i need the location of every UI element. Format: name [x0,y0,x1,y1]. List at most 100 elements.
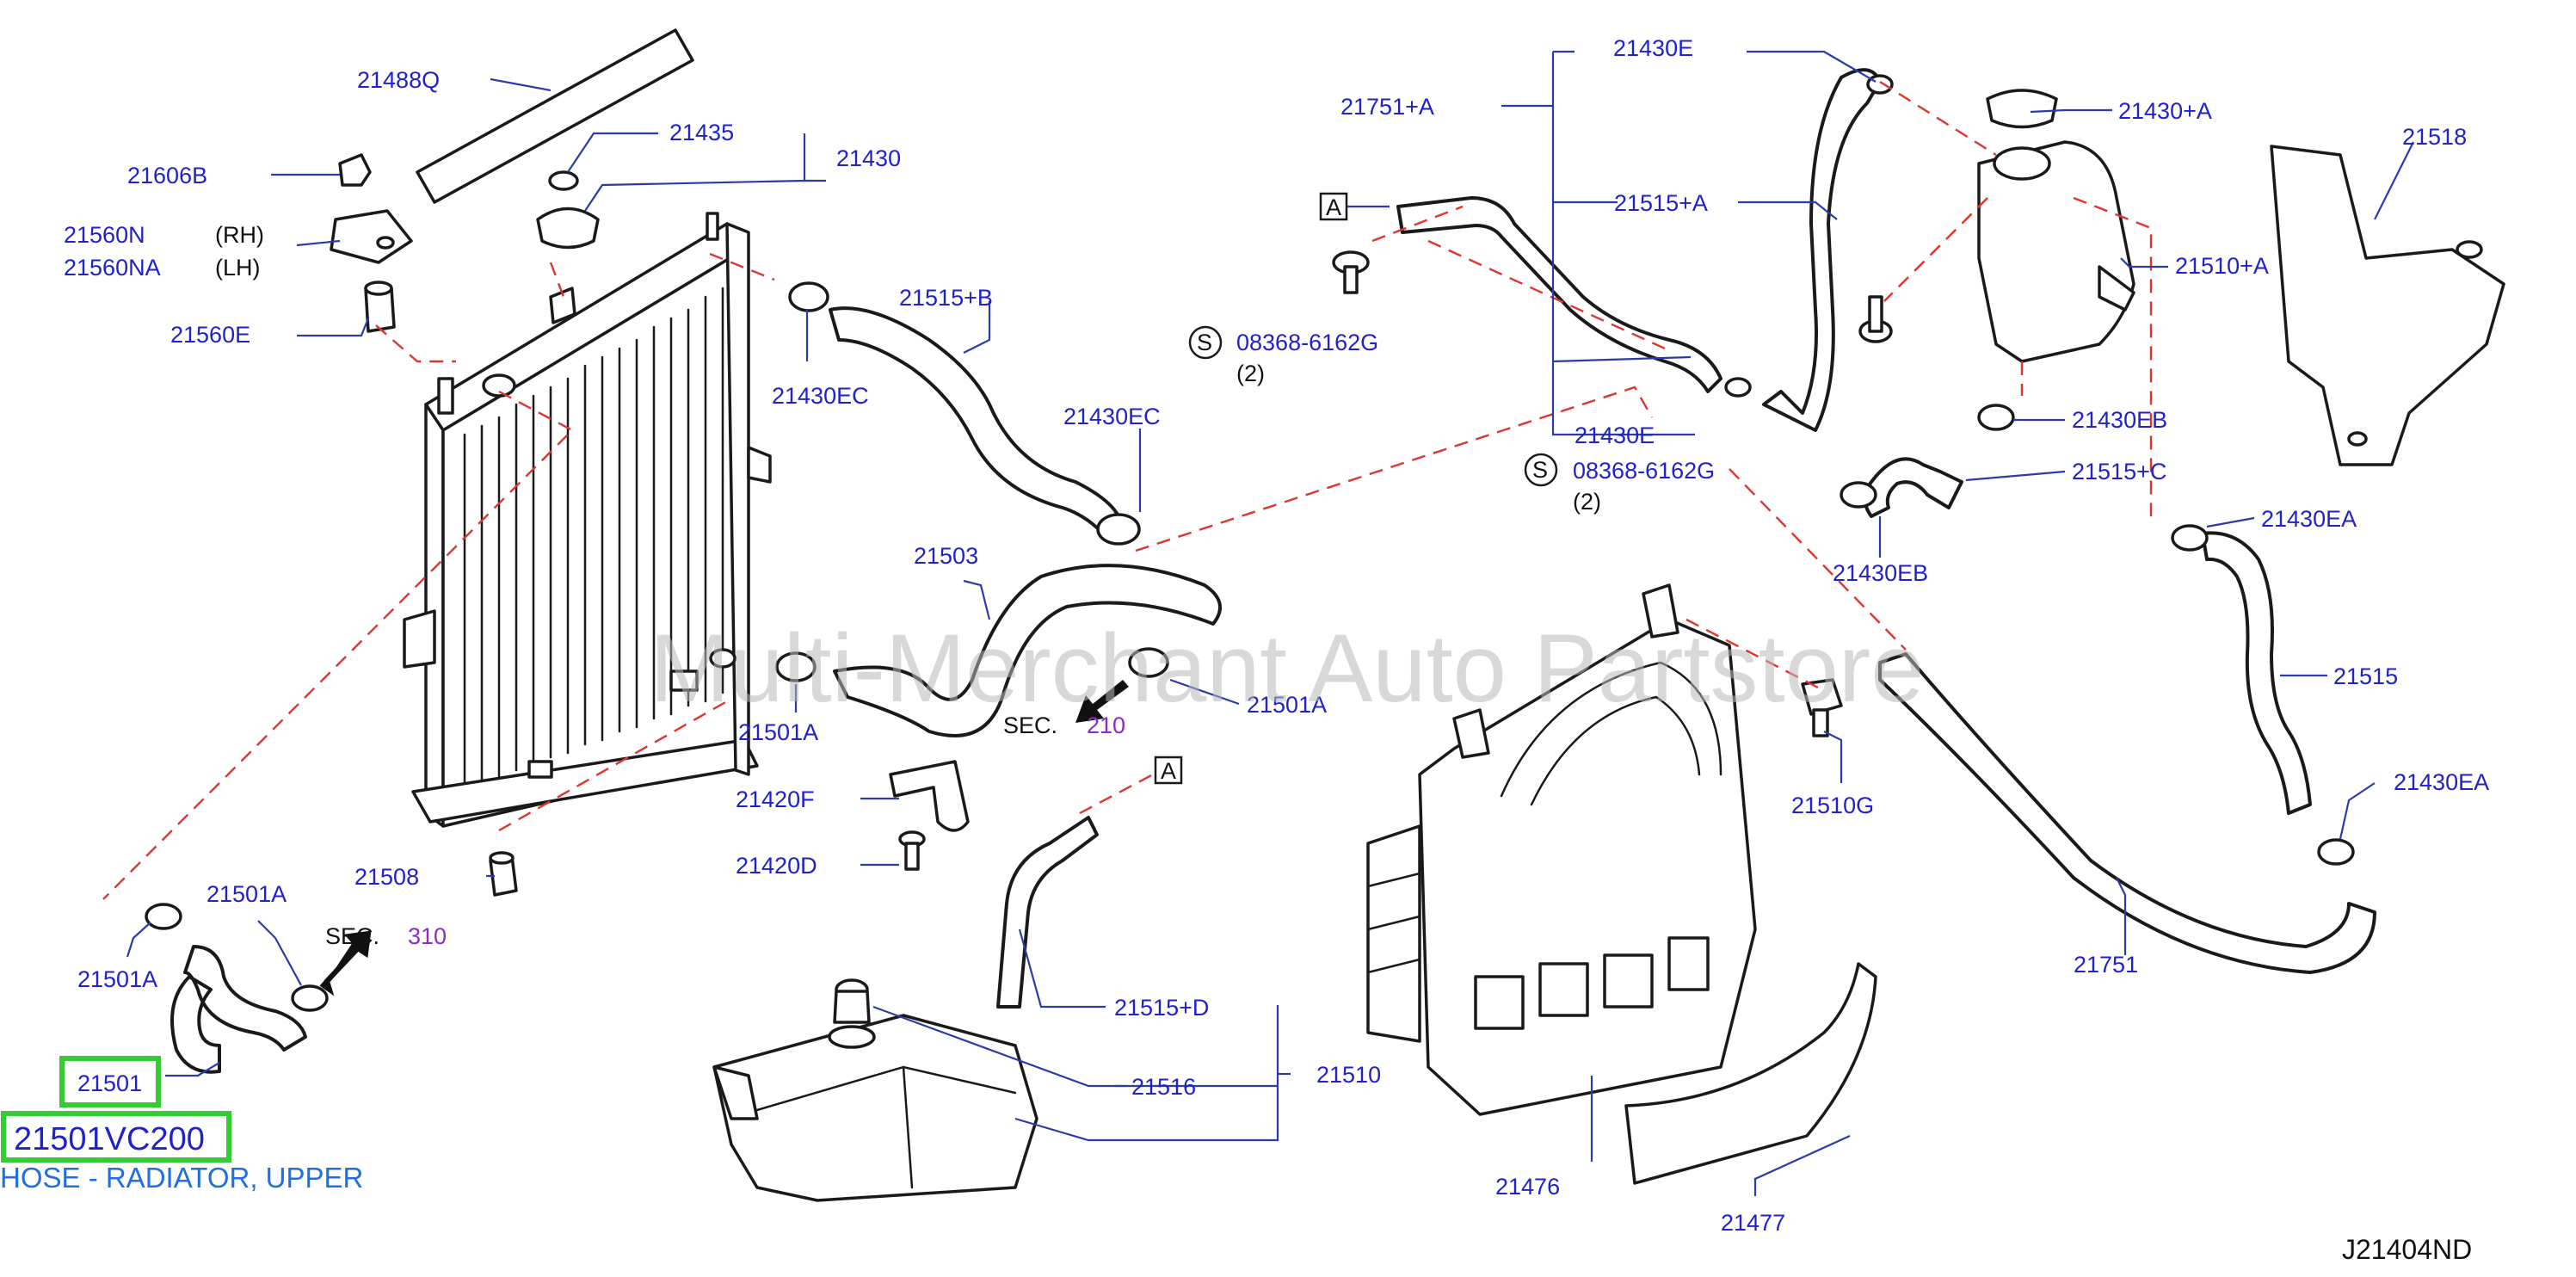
bracket-21420f[interactable] [889,760,970,832]
leader-lines [126,50,2414,1196]
hose-21515c[interactable] [1863,457,1963,518]
sec-310-label: SEC. [325,923,379,949]
clip-21510g[interactable] [1801,678,1843,737]
watermark: Multi-Merchant Auto Partstore [650,614,1924,722]
label-21420d: 21420D [736,853,817,879]
hose-clamp-21430ea-b[interactable] [2317,838,2355,866]
hose-clamp-21430eb-b[interactable] [1840,481,1877,509]
label-21430eb-a: 21430EB [2072,407,2167,433]
mount-bracket-21606b[interactable] [338,153,372,187]
label-bolt-a: 08368-6162G [1236,330,1378,355]
hose-clamp-21430ec-a[interactable] [788,281,829,312]
label-21606b: 21606B [127,163,207,188]
hose-21515d[interactable] [996,816,1099,1009]
label-bolt-b-qty: (2) [1573,489,1601,515]
diagram-code: J21404ND [2342,1234,2472,1265]
marker-a-top: A [1319,192,1348,221]
label-21516: 21516 [1131,1074,1196,1100]
label-21501a-b: 21501A [1247,692,1327,718]
mount-bracket-21560n[interactable] [330,209,413,264]
sec-210-arrow-icon [1075,680,1129,723]
hose-clamp-21430ea-a[interactable] [2171,524,2209,552]
fan-shroud-lower-21477[interactable] [1624,962,1877,1185]
reservoir-tank-21510[interactable] [712,1014,1038,1202]
svg-text:S: S [1197,330,1212,355]
label-21560na: 21560NA [64,255,161,281]
hose-clamp-21501a-a[interactable] [775,651,817,682]
fan-shroud-21476[interactable] [1366,583,1757,1116]
reservoir-tank-21510a[interactable] [1977,140,2135,363]
hose-clamp-21430eb-a[interactable] [1977,404,2015,431]
label-21430ec-b: 21430EC [1063,404,1161,429]
sec-310-arrow-icon [319,930,372,996]
label-21430a: 21430+A [2118,98,2212,124]
radiator-assembly[interactable] [403,212,772,828]
label-21430: 21430 [836,145,901,171]
label-21515a: 21515+A [1614,190,1708,216]
hose-21751a[interactable] [1762,68,1882,432]
label-21560e: 21560E [170,322,250,348]
dashed-reference-lines [102,80,2153,900]
label-21430e-a: 21430E [1613,35,1693,61]
label-21501a-d: 21501A [77,966,157,992]
label-21430ea-b: 21430EA [2394,769,2489,795]
selected-part-highlight[interactable]: 21501 21501VC200 HOSE - RADIATOR, UPPER [0,1056,363,1194]
label-21420f: 21420F [736,787,815,812]
sec-310-number: 310 [408,923,447,949]
label-21501a-c: 21501A [206,881,287,907]
label-21477: 21477 [1721,1210,1785,1236]
pipe-21515a[interactable] [1396,196,1722,393]
svg-text:A: A [1161,758,1176,784]
label-21430eb-b: 21430EB [1833,560,1928,586]
bolt-21420d[interactable] [898,830,926,871]
drain-cock-21508[interactable] [489,851,518,897]
hose-21503[interactable] [833,564,1222,737]
sec-210-number: 210 [1087,713,1125,738]
label-21430e-b: 21430E [1575,423,1655,448]
svg-text:S: S [1532,457,1548,483]
label-21435: 21435 [669,120,734,145]
marker-s-b: S [1524,453,1558,487]
label-21518: 21518 [2402,124,2467,150]
mount-bush-21560e[interactable] [364,281,396,333]
radiator-cap-21430[interactable] [536,170,600,250]
svg-text:A: A [1326,194,1341,220]
hose-21501-radiator-upper[interactable] [170,945,307,1074]
hose-clamp-21430e-b[interactable] [1724,377,1752,398]
tank-cap-21430a[interactable] [1986,89,2058,129]
label-21515: 21515 [2333,663,2398,689]
label-21508: 21508 [354,864,419,890]
bolt-08368-6162g-a[interactable] [1332,250,1370,294]
label-21560n: 21560N [64,222,145,248]
label-21488q: 21488Q [357,67,440,93]
marker-s-a: S [1188,325,1223,360]
label-21501a-a: 21501A [738,719,818,745]
label-21430ec-a: 21430EC [772,383,869,409]
hose-clamp-21501a-d[interactable] [291,984,329,1012]
label-bolt-b: 08368-6162G [1573,458,1715,484]
part-number: 21501VC200 [14,1121,205,1157]
seal-21488q[interactable] [416,28,694,204]
hose-21515[interactable] [2201,531,2312,815]
reservoir-cap-21516[interactable] [828,978,876,1049]
label-21560n-side: (RH) [215,222,264,248]
label-21515c: 21515+C [2072,459,2166,484]
label-21510a: 21510+A [2175,253,2269,279]
hose-clamp-21501a-b[interactable] [1128,647,1169,678]
part-description: HOSE - RADIATOR, UPPER [0,1162,363,1194]
label-21503: 21503 [914,543,978,569]
label-21430ea-a: 21430EA [2261,506,2357,532]
hose-clamp-21501a-c[interactable] [145,903,182,930]
label-bolt-a-qty: (2) [1236,361,1265,386]
marker-a-bottom: A [1154,756,1183,785]
bolt-08368-6162g-b[interactable] [1858,295,1893,343]
hose-clamp-21430ec-b[interactable] [1096,513,1141,546]
pipe-21751[interactable] [1878,652,2376,974]
bracket-21518[interactable] [2270,145,2505,466]
label-21751a: 21751+A [1340,94,1434,120]
label-21751: 21751 [2074,952,2138,978]
label-21515d: 21515+D [1114,995,1209,1021]
label-21560na-side: (LH) [215,255,261,281]
label-21476: 21476 [1495,1174,1560,1200]
